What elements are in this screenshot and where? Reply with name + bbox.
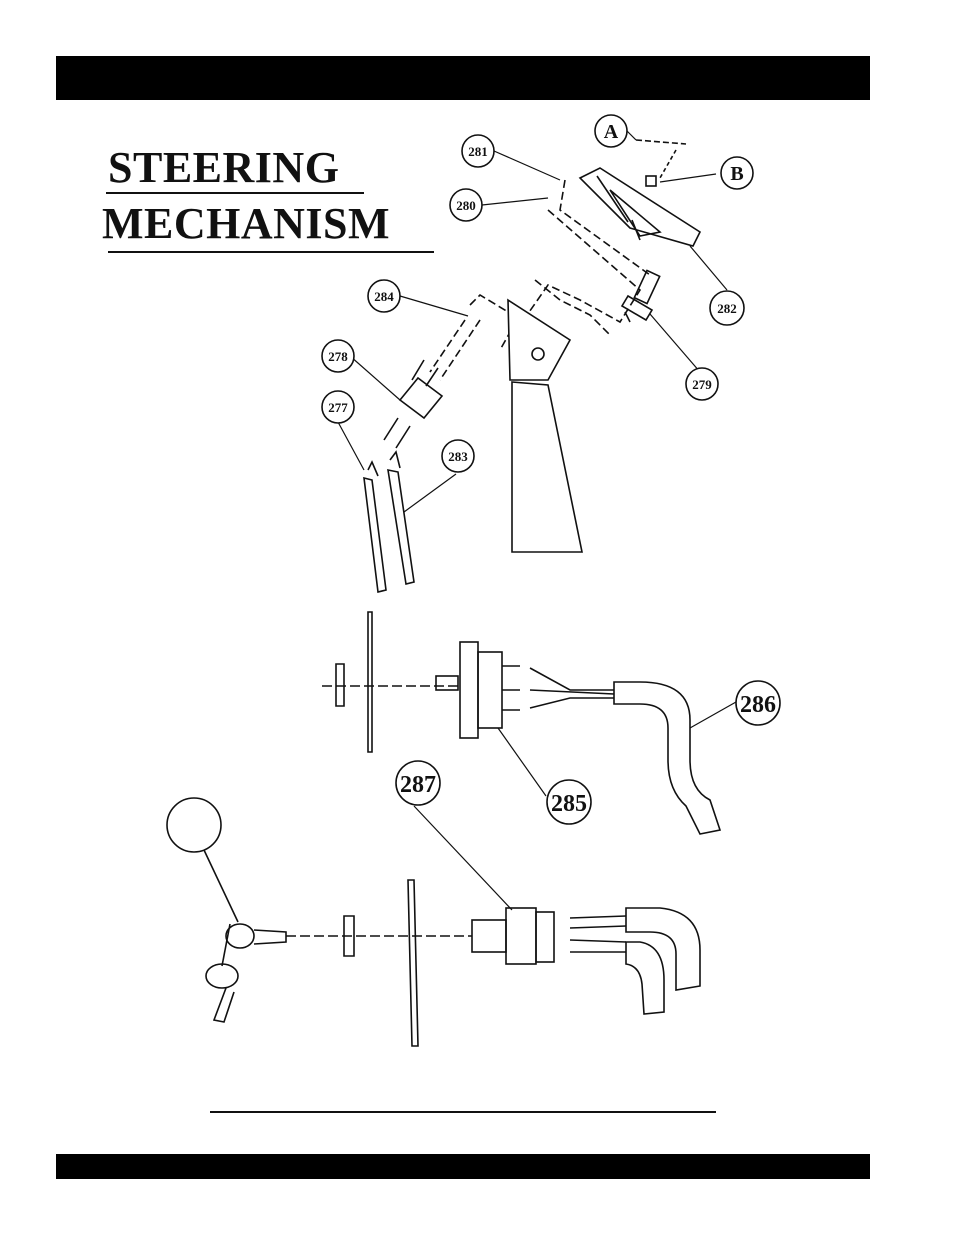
switch-285-drawing [322,612,720,834]
ignition-switch-287-drawing [286,880,700,1046]
callout-280: 280 [450,189,482,221]
callout-282-label: 282 [717,301,737,316]
callout-284: 284 [368,280,400,312]
callout-B-label: B [730,163,743,185]
callout-277: 277 [322,391,354,423]
callout-277-label: 277 [328,400,348,415]
keys-drawing [206,924,286,1022]
callout-282: 282 [710,291,744,325]
hoses-283-drawing [364,452,414,592]
callout-B: B [721,157,753,189]
callout-285-label: 285 [551,791,587,817]
callout-278: 278 [322,340,354,372]
steering-column-drawing [508,300,582,552]
callout-A: A [595,115,627,147]
callout-283-label: 283 [448,449,468,464]
callout-278-label: 278 [328,349,348,364]
callout-285: 285 [547,780,591,824]
callout-284-label: 284 [374,289,394,304]
footer-bar [56,1154,870,1179]
callout-A-label: A [604,121,619,143]
callout-286-label: 286 [740,692,776,718]
callout-281-label: 281 [468,144,488,159]
footer-rule [210,1111,716,1113]
callout-279: 279 [686,368,718,400]
callout-286: 286 [736,681,780,725]
key-callout-blank [167,798,238,922]
joint-279-drawing [622,270,660,322]
callout-279-label: 279 [692,377,712,392]
callout-287-label: 287 [400,772,436,798]
callout-283: 283 [442,440,474,472]
callout-281: 281 [462,135,494,167]
steering-wheel-drawing [580,140,700,246]
callout-280-label: 280 [456,198,476,213]
callout-287: 287 [396,761,440,805]
block-278-drawing [384,360,442,448]
